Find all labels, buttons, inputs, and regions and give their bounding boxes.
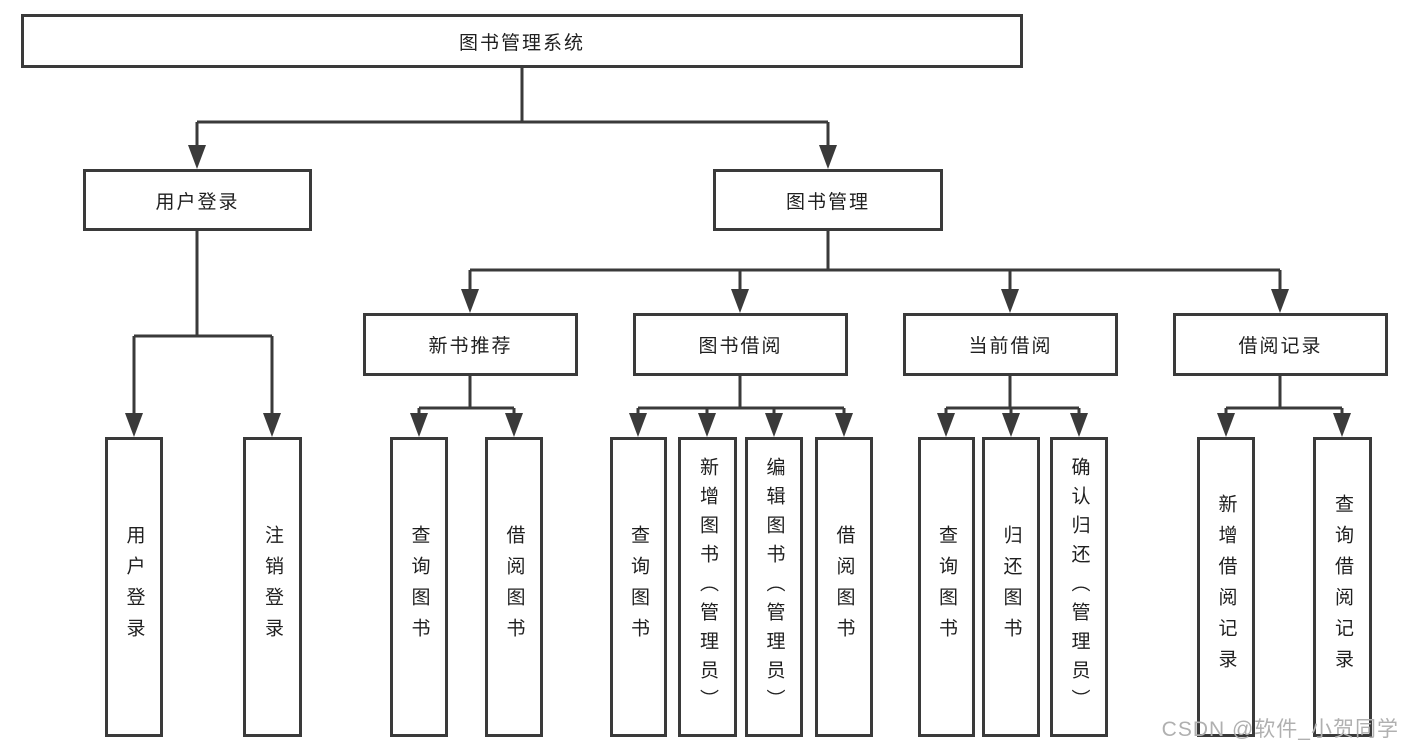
leaf-borrow-books-action-label: 借阅图书: [833, 525, 855, 649]
leaf-return-books: 归还图书: [982, 437, 1040, 737]
node-user-login-label: 用户登录: [155, 191, 240, 213]
leaf-query-books-current: 查询图书: [918, 437, 975, 737]
node-new-book-recommend-label: 新书推荐: [428, 336, 513, 357]
leaf-query-borrow-record-label: 查询借阅记录: [1332, 494, 1353, 680]
leaf-query-books-recommend: 查询图书: [390, 437, 448, 737]
leaf-confirm-return-admin-label: 确认归还（管理员）: [1068, 456, 1090, 718]
leaf-user-login-action-label: 用户登录: [123, 525, 145, 649]
node-current-borrow-label: 当前借阅: [968, 336, 1053, 357]
node-borrow-records: 借阅记录: [1173, 313, 1388, 376]
node-root-system: 图书管理系统: [21, 14, 1023, 68]
node-book-management: 图书管理: [713, 169, 943, 231]
node-borrow-records-label: 借阅记录: [1238, 336, 1323, 357]
leaf-confirm-return-admin: 确认归还（管理员）: [1050, 437, 1108, 737]
leaf-borrow-books-action: 借阅图书: [815, 437, 873, 737]
leaf-add-borrow-record: 新增借阅记录: [1197, 437, 1255, 737]
leaf-borrow-books-recommend: 借阅图书: [485, 437, 543, 737]
leaf-logout-action-label: 注销登录: [262, 525, 283, 649]
leaf-edit-books-admin-label: 编辑图书（管理员）: [763, 456, 785, 718]
leaf-add-borrow-record-label: 新增借阅记录: [1215, 494, 1237, 680]
leaf-query-books-borrow-label: 查询图书: [628, 525, 649, 649]
node-root-system-label: 图书管理系统: [458, 32, 585, 54]
leaf-user-login-action: 用户登录: [105, 437, 163, 737]
node-user-login: 用户登录: [83, 169, 312, 231]
node-current-borrow: 当前借阅: [903, 313, 1118, 376]
leaf-logout-action: 注销登录: [243, 437, 302, 737]
leaf-query-books-current-label: 查询图书: [936, 525, 957, 649]
node-new-book-recommend: 新书推荐: [363, 313, 578, 376]
leaf-query-borrow-record: 查询借阅记录: [1313, 437, 1372, 737]
leaf-borrow-books-recommend-label: 借阅图书: [503, 525, 525, 649]
node-book-management-label: 图书管理: [785, 191, 870, 213]
leaf-return-books-label: 归还图书: [1000, 525, 1022, 649]
leaf-add-books-admin: 新增图书（管理员）: [678, 437, 737, 737]
leaf-query-books-borrow: 查询图书: [610, 437, 667, 737]
node-book-borrow: 图书借阅: [633, 313, 848, 376]
leaf-edit-books-admin: 编辑图书（管理员）: [745, 437, 803, 737]
leaf-query-books-recommend-label: 查询图书: [408, 525, 430, 649]
node-book-borrow-label: 图书借阅: [698, 336, 783, 357]
leaf-add-books-admin-label: 新增图书（管理员）: [697, 456, 718, 718]
